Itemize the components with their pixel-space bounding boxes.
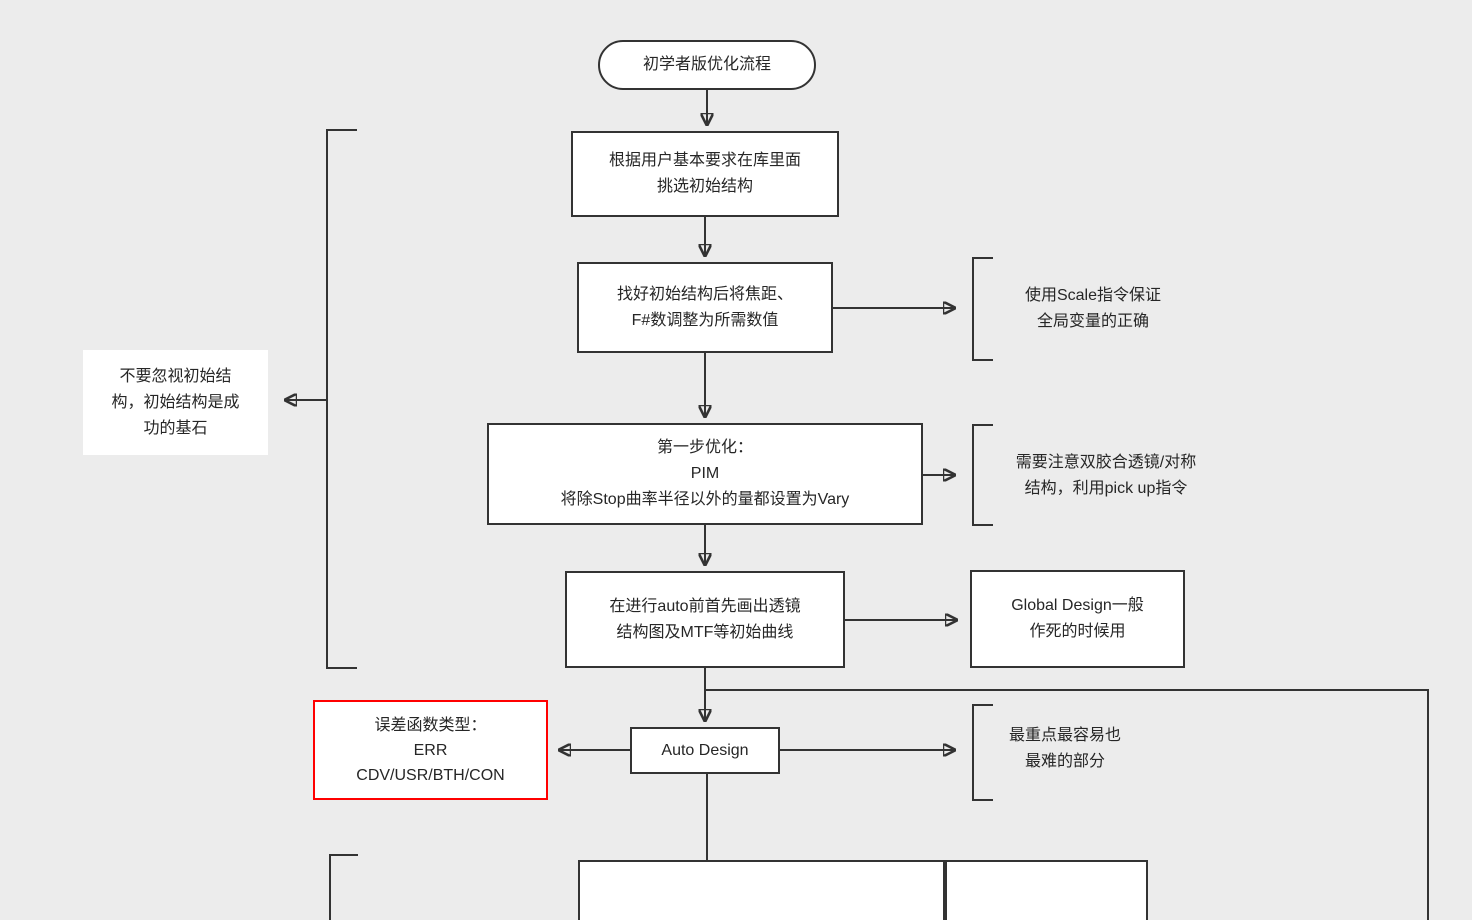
note-most-important: 最重点最容易也 最难的部分 <box>1008 727 1121 770</box>
node-auto-design: Auto Design <box>630 727 780 774</box>
bracket-bottom-left <box>329 854 358 920</box>
node-error-function-types: 误差函数类型： ERR CDV/USR/BTH/CON <box>313 700 548 800</box>
note-initial-structure: 不要忽视初始结 构，初始结构是成 功的基石 <box>83 350 268 455</box>
note-pickup-command: 需要注意双胶合透镜/对称 结构，利用pick up指令 <box>1015 454 1197 497</box>
node-adjust-focal: 找好初始结构后将焦距、 F#数调整为所需数值 <box>577 262 833 353</box>
node-first-optimization: 第一步优化： PIM 将除Stop曲率半径以外的量都设置为Vary <box>487 423 923 525</box>
node-bottom-left-cutoff <box>578 860 945 920</box>
node-draw-before-auto: 在进行auto前首先画出透镜 结构图及MTF等初始曲线 <box>565 571 845 668</box>
node-bottom-right-cutoff <box>945 860 1148 920</box>
note-scale-command: 使用Scale指令保证 全局变量的正确 <box>1024 287 1162 330</box>
bracket-scale-note <box>972 257 993 361</box>
node-pick-initial-structure: 根据用户基本要求在库里面 挑选初始结构 <box>571 131 839 217</box>
bracket-pickup-note <box>972 424 993 526</box>
bracket-left-span <box>326 129 357 669</box>
bracket-important-note <box>972 704 993 801</box>
connector-branch-right <box>705 689 1429 920</box>
node-global-design: Global Design一般 作死的时候用 <box>970 570 1185 668</box>
node-start: 初学者版优化流程 <box>598 40 816 90</box>
